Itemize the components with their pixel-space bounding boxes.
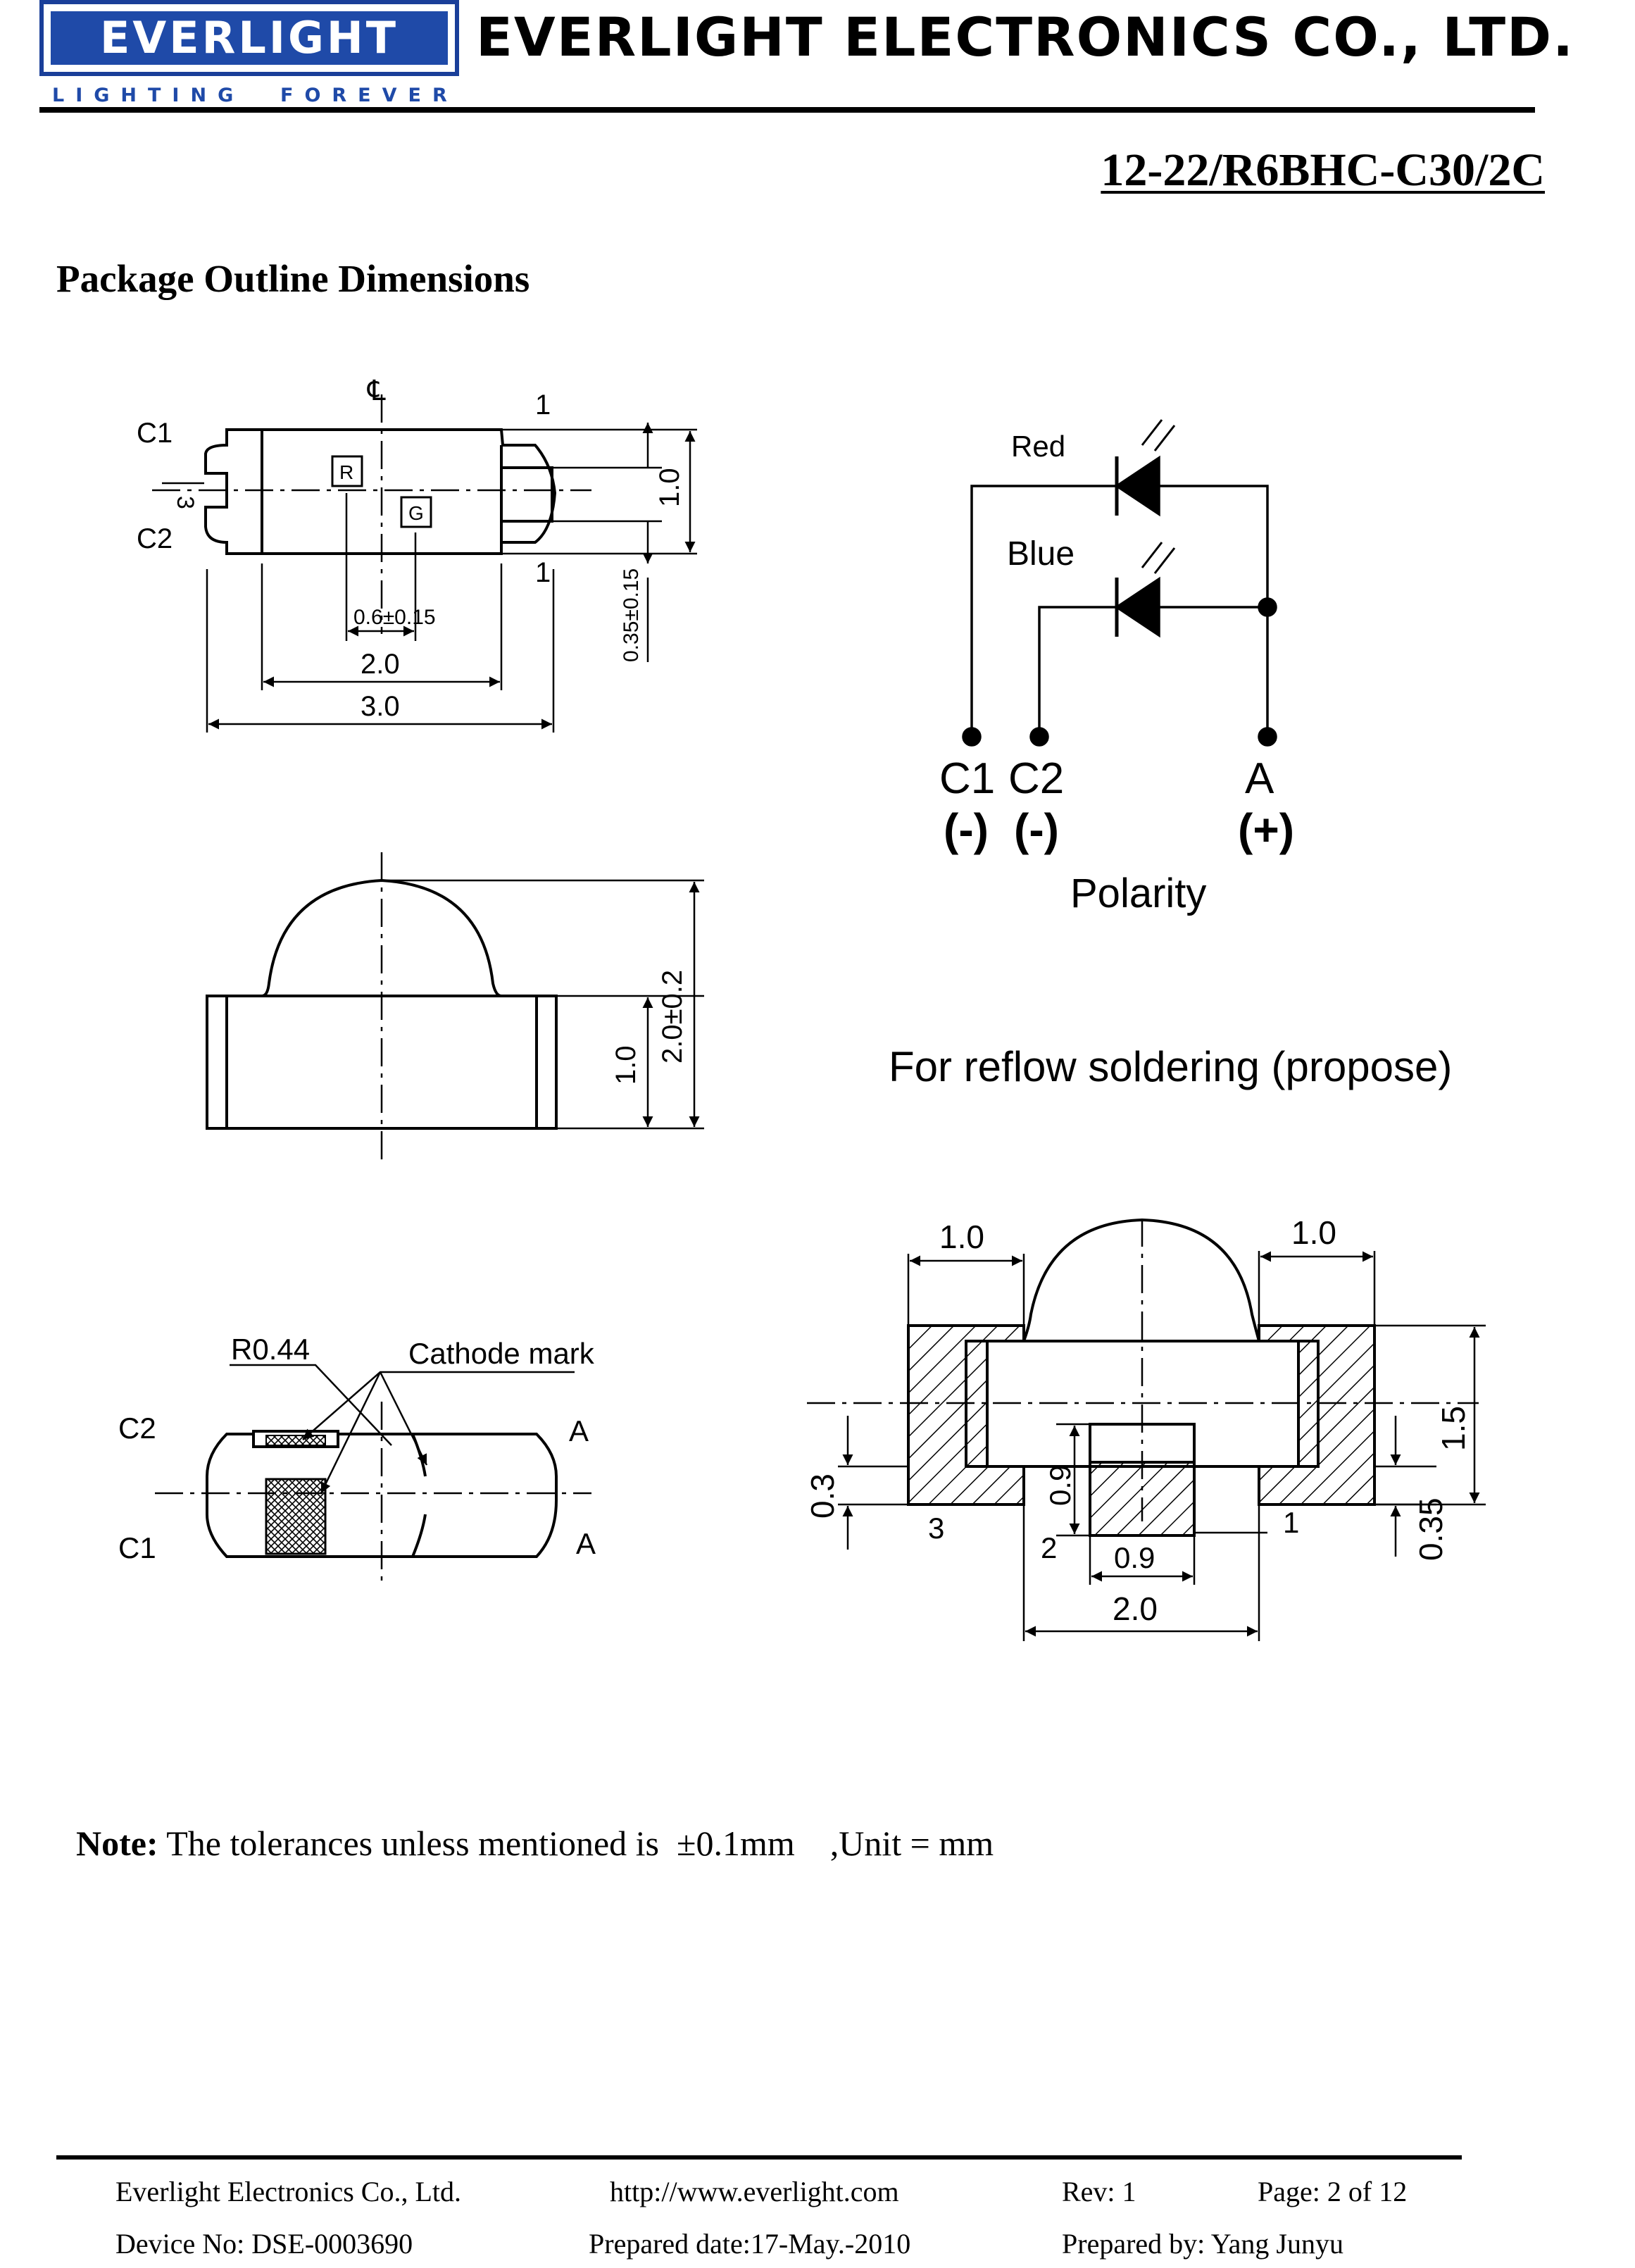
label-a: A xyxy=(1245,754,1274,803)
note-label: Note: xyxy=(76,1824,158,1863)
top-label-c2: C2 xyxy=(137,523,173,554)
company-name: EVERLIGHT ELECTRONICS CO., LTD. xyxy=(476,6,1574,68)
company-logo: EVERLIGHT xyxy=(39,0,459,76)
side-view-dimensions xyxy=(380,852,704,1162)
bottom-label-a-bottom: A xyxy=(576,1527,596,1560)
label-cathode-mark: Cathode mark xyxy=(408,1337,595,1370)
dim-total-height: 2.0±0.2 xyxy=(657,970,688,1064)
dim-right-pad: 1.0 xyxy=(1291,1214,1336,1251)
label-radius: R0.44 xyxy=(231,1333,310,1366)
pad-label-3: 3 xyxy=(928,1512,944,1545)
polarity-title: Polarity xyxy=(1070,871,1206,916)
dim-length: 3.0 xyxy=(361,691,400,722)
section-title: Package Outline Dimensions xyxy=(56,257,530,300)
label-blue: Blue xyxy=(1007,535,1075,573)
polarity-labels: Red Blue C1 C2 A (-) (-) (+) Polarity xyxy=(939,430,1294,916)
top-view-centerlines xyxy=(152,394,591,634)
footer-rule xyxy=(56,2155,1462,2160)
logo-tagline-right: FOREVER xyxy=(280,85,458,106)
top-label-3: 3 xyxy=(172,496,199,509)
dim-height: 1.0 xyxy=(654,468,685,507)
bottom-view-leaders xyxy=(155,1364,591,1585)
solder-pad-labels: 1.0 1.0 1.5 0.3 0.35 0.9 0.9 2.0 3 2 1 xyxy=(804,1214,1472,1627)
top-label-1-upper: 1 xyxy=(535,390,551,420)
dim-center-height: 0.9 xyxy=(1044,1465,1077,1506)
bottom-view-labels: R0.44 Cathode mark C2 C1 A A xyxy=(118,1333,596,1564)
dim-pitch: 0.6±0.15 xyxy=(353,606,436,629)
dim-span: 2.0 xyxy=(1113,1590,1158,1627)
top-view-dimension-lines xyxy=(162,423,697,733)
footer-company: Everlight Electronics Co., Ltd. xyxy=(115,2176,461,2207)
bottom-label-a-top: A xyxy=(569,1414,589,1447)
dim-left-pad: 1.0 xyxy=(939,1219,984,1255)
dim-right-gap: 0.35 xyxy=(1412,1497,1449,1561)
dim-center-width: 0.9 xyxy=(1114,1541,1155,1574)
label-red: Red xyxy=(1011,430,1065,463)
sign-c2: (-) xyxy=(1014,804,1059,855)
pad-label-1: 1 xyxy=(1283,1506,1299,1539)
dim-pad-height: 1.5 xyxy=(1435,1406,1472,1451)
footer-device: Device No: DSE-0003690 xyxy=(115,2228,413,2260)
part-number: 12-22/R6BHC-C30/2C xyxy=(1101,144,1545,196)
footer-page: Page: 2 of 12 xyxy=(1258,2176,1408,2207)
bottom-view-drawing xyxy=(206,1430,558,1558)
top-view-labels: ℄ C1 C2 3 1 1 R G 0.6±0.15 2.0 3.0 1.0 0… xyxy=(137,375,685,722)
dim-left-gap: 0.3 xyxy=(804,1473,841,1519)
sign-c1: (-) xyxy=(944,804,989,855)
reflow-title: For reflow soldering (propose) xyxy=(889,1043,1453,1090)
label-c2: C2 xyxy=(1008,754,1064,803)
tolerance-note: Note: The tolerances unless mentioned is… xyxy=(76,1823,994,1864)
bottom-label-c1: C1 xyxy=(118,1531,156,1564)
chip-r-marker: R xyxy=(339,461,353,483)
note-text: The tolerances unless mentioned is ±0.1m… xyxy=(158,1824,994,1863)
dim-offset: 0.35±0.15 xyxy=(620,568,643,662)
top-view-drawing xyxy=(204,428,557,555)
footer-url: http://www.everlight.com xyxy=(610,2176,899,2207)
chip-g-marker: G xyxy=(408,502,424,524)
logo-wordmark: EVERLIGHT xyxy=(51,11,448,65)
label-c1: C1 xyxy=(939,754,995,803)
header-rule xyxy=(39,107,1535,113)
centerline-mark: ℄ xyxy=(367,375,386,406)
polarity-schematic xyxy=(962,419,1277,747)
dim-inner-length: 2.0 xyxy=(361,649,400,680)
bottom-label-c2: C2 xyxy=(118,1412,156,1445)
dim-body-height: 1.0 xyxy=(610,1045,641,1085)
solder-pad-dimensions xyxy=(807,1219,1486,1641)
sign-a: (+) xyxy=(1238,804,1294,855)
footer-date: Prepared date:17-May.-2010 xyxy=(589,2228,911,2260)
top-label-c1: C1 xyxy=(137,418,173,449)
logo-tagline-left: LIGHTING xyxy=(52,85,245,106)
side-view-labels: 1.0 2.0±0.2 xyxy=(610,970,688,1085)
footer-rev: Rev: 1 xyxy=(1062,2176,1136,2207)
pad-label-2: 2 xyxy=(1041,1531,1057,1564)
top-label-1-lower: 1 xyxy=(535,557,551,588)
footer-prepared-by: Prepared by: Yang Junyu xyxy=(1062,2228,1343,2260)
